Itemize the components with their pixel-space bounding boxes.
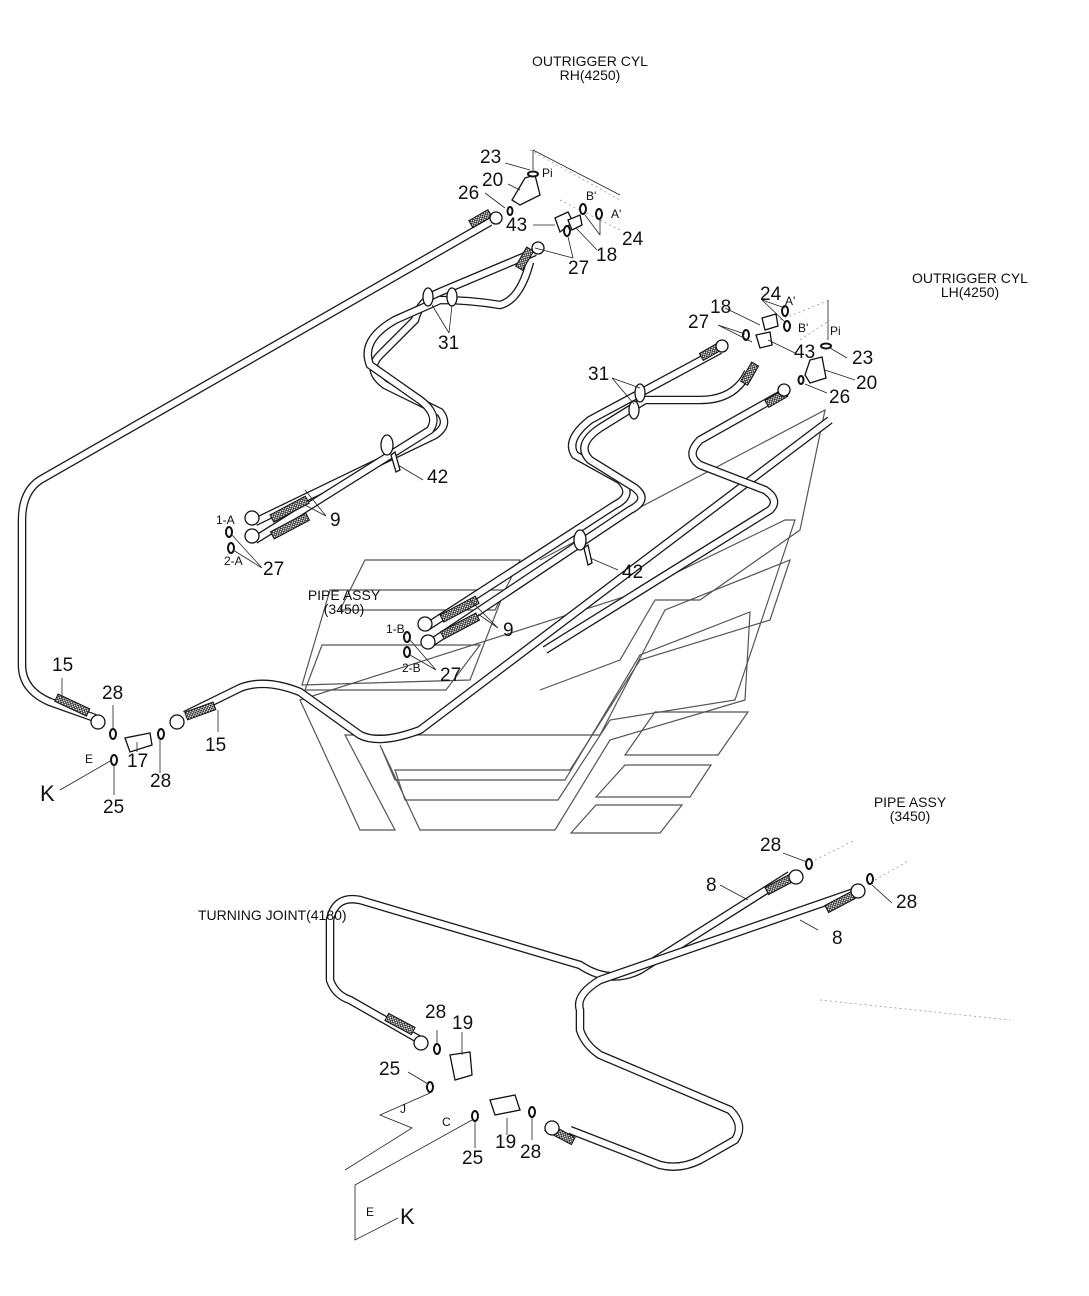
outrigger-rh-title-line2: RH(4250) bbox=[559, 67, 621, 83]
port-label: 1-B bbox=[386, 622, 405, 636]
part-number-label: 26 bbox=[829, 387, 851, 408]
connection-ref-k: K bbox=[40, 781, 55, 806]
part-number-label: 25 bbox=[379, 1059, 401, 1080]
part-number-label: 9 bbox=[503, 620, 514, 641]
part-number-label: 28 bbox=[425, 1002, 447, 1023]
part-number-label: 19 bbox=[495, 1132, 517, 1153]
part-number-label: 26 bbox=[458, 183, 480, 204]
port-label: 1-A bbox=[216, 513, 235, 527]
hose-end-fittings bbox=[54, 208, 866, 1146]
part-number-label: 43 bbox=[794, 342, 816, 363]
part-number-label: 28 bbox=[150, 771, 172, 792]
part-number-label: 18 bbox=[710, 297, 732, 318]
outrigger-lh-title-line2: LH(4250) bbox=[940, 284, 1000, 300]
port-label: A' bbox=[785, 294, 796, 308]
part-number-label: 24 bbox=[622, 229, 644, 250]
port-label: Pi bbox=[542, 166, 553, 180]
part-number-label: 28 bbox=[896, 892, 918, 913]
leader-lines bbox=[59, 149, 893, 1241]
port-label: J bbox=[400, 1102, 406, 1116]
outrigger-rh-title-line1: OUTRIGGER CYL bbox=[532, 53, 648, 69]
port-label: B' bbox=[586, 189, 597, 203]
clamps bbox=[380, 287, 646, 566]
part-number-label: 20 bbox=[856, 373, 878, 394]
port-label: 2-A bbox=[224, 554, 243, 568]
outrigger-lh-title: OUTRIGGER CYL LH(4250) bbox=[900, 271, 1040, 299]
port-label: C bbox=[442, 1115, 451, 1129]
part-number-label: 27 bbox=[263, 559, 285, 580]
part-number-label: 17 bbox=[127, 751, 149, 772]
part-number-label: 27 bbox=[440, 665, 462, 686]
part-number-label: 18 bbox=[596, 245, 618, 266]
part-number-label: 31 bbox=[438, 333, 460, 354]
part-number-label: 27 bbox=[688, 312, 710, 333]
part-number-label: 42 bbox=[622, 562, 644, 583]
part-number-label: 19 bbox=[452, 1013, 474, 1034]
pipe-assy-mid-line1: PIPE ASSY bbox=[307, 587, 381, 603]
turning-joint-title: TURNING JOINT(4180) bbox=[198, 907, 347, 923]
hoses bbox=[17, 218, 862, 1171]
part-number-label: 31 bbox=[588, 364, 610, 385]
pipe-assy-right-line1: PIPE ASSY bbox=[873, 794, 947, 810]
connection-ref-k: K bbox=[400, 1204, 415, 1229]
pipe-assy-right-line2: (3450) bbox=[889, 808, 931, 824]
part-number-label: 25 bbox=[462, 1148, 484, 1169]
port-label: B' bbox=[798, 321, 809, 335]
pipe-assy-mid-title: PIPE ASSY (3450) bbox=[294, 588, 394, 616]
part-number-label: 28 bbox=[760, 835, 782, 856]
outrigger-lh-title-line1: OUTRIGGER CYL bbox=[912, 270, 1028, 286]
part-number-label: 8 bbox=[706, 875, 717, 896]
o-rings bbox=[109, 170, 874, 1122]
part-number-label: 23 bbox=[852, 348, 874, 369]
part-number-label: 15 bbox=[52, 655, 74, 676]
fittings bbox=[124, 174, 827, 1116]
pipe-assy-mid-line2: (3450) bbox=[323, 601, 365, 617]
guide-dots bbox=[529, 149, 1011, 1021]
part-number-label: 27 bbox=[568, 258, 590, 279]
part-number-label: 42 bbox=[427, 467, 449, 488]
part-number-label: 28 bbox=[520, 1142, 542, 1163]
port-label: A' bbox=[611, 207, 622, 221]
part-number-label: 24 bbox=[760, 284, 782, 305]
part-number-label: 9 bbox=[330, 510, 341, 531]
port-label: E bbox=[85, 752, 94, 766]
part-number-label: 8 bbox=[832, 928, 843, 949]
pipe-assy-right-title: PIPE ASSY (3450) bbox=[860, 795, 960, 823]
port-label: Pi bbox=[830, 324, 841, 338]
part-number-label: 20 bbox=[482, 170, 504, 191]
outrigger-rh-title: OUTRIGGER CYL RH(4250) bbox=[520, 54, 660, 82]
port-label: 2-B bbox=[402, 661, 421, 675]
part-number-label: 28 bbox=[102, 683, 124, 704]
port-label: E bbox=[366, 1205, 375, 1219]
part-number-label: 15 bbox=[205, 735, 227, 756]
part-number-label: 25 bbox=[103, 797, 125, 818]
part-number-label: 43 bbox=[506, 215, 528, 236]
part-number-label: 23 bbox=[480, 147, 502, 168]
